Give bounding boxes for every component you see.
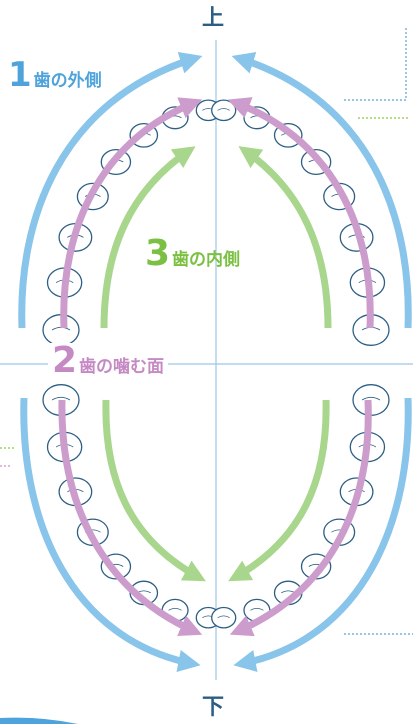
- inner-side-number: 3: [145, 233, 171, 274]
- corner-decoration: [0, 717, 78, 724]
- biting-surface-number: 2: [52, 340, 78, 381]
- leader-line-top-right-blue: [344, 28, 407, 101]
- lower-tooth-groove: [250, 607, 264, 611]
- outer-side-number: 1: [8, 55, 32, 95]
- biting-surface-text: 歯の噛む面: [79, 357, 165, 377]
- lower-tooth-groove: [361, 396, 381, 401]
- outer-arrow-upper-right: [231, 52, 412, 329]
- lower-tooth-groove: [217, 615, 230, 619]
- lower-tooth: [211, 606, 237, 629]
- upper-jaw-label: 上: [202, 6, 225, 31]
- biting-arrow-upper-right: [227, 97, 374, 329]
- lower-tooth-groove: [51, 396, 71, 401]
- inner-arrow-upper-left: [100, 146, 196, 329]
- lower-tooth-groove: [168, 607, 182, 611]
- inner-arrow-lower-left: [102, 399, 206, 582]
- outer-arrow-lower-left: [20, 397, 201, 673]
- upper-tooth: [211, 99, 237, 122]
- biting-arrow-upper-left: [60, 97, 203, 329]
- inner-arrow-upper-right: [238, 146, 332, 329]
- outer-arrow-lower-right: [233, 397, 412, 673]
- biting-arrow-lower-left: [58, 399, 203, 636]
- outer-side-text: 歯の外側: [33, 71, 102, 91]
- biting-arrow-lower-right: [229, 399, 372, 637]
- inner-side-text: 歯の内側: [172, 250, 241, 270]
- outer-arrow-upper-left: [18, 51, 203, 329]
- inner-arrow-lower-right: [228, 399, 330, 582]
- lower-jaw-label: 下: [202, 695, 225, 720]
